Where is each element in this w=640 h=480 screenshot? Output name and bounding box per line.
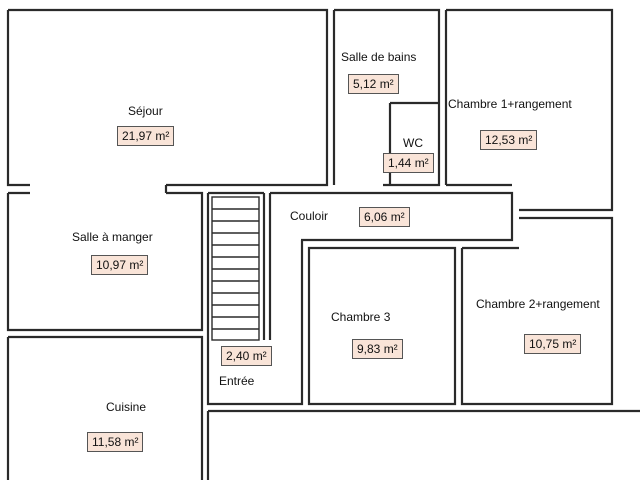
wall-chambre-1 [444,8,614,212]
wall-cuisine [6,335,204,480]
wall-entree [206,193,304,406]
room-area-entree: 2,40 m² [221,346,272,366]
room-area-cuisine: 11,58 m² [87,432,144,452]
room-name-entree: Entrée [219,374,255,388]
room-name-wc: WC [403,136,423,150]
room-area-wc: 1,44 m² [383,153,434,173]
room-area-chambre-1: 12,53 m² [480,130,538,150]
wall-couloir [164,185,514,340]
room-area-salle-a-manger: 10,97 m² [91,255,149,275]
room-name-salle-a-manger: Salle à manger [72,230,153,244]
wall-chambre-3 [307,246,457,406]
room-name-couloir: Couloir [290,209,329,223]
wall-salle-de-bains [332,8,441,187]
room-name-chambre-3: Chambre 3 [331,310,391,324]
room-area-chambre-2: 10,75 m² [524,334,582,354]
wall-salle-a-manger [6,191,204,332]
wall-sejour [6,8,329,187]
room-name-chambre-1: Chambre 1+rangement [448,97,572,111]
room-name-chambre-2: Chambre 2+rangement [476,297,600,311]
room-name-sejour: Séjour [128,104,163,118]
room-area-chambre-3: 9,83 m² [352,339,403,359]
room-area-couloir: 6,06 m² [359,207,410,227]
wall-bottom [206,409,640,480]
room-name-salle-de-bains: Salle de bains [341,50,417,64]
room-name-cuisine: Cuisine [106,400,147,414]
room-area-salle-de-bains: 5,12 m² [348,74,399,94]
stairs [211,196,260,341]
wall-chambre-2 [460,216,614,406]
room-area-sejour: 21,97 m² [117,126,175,146]
